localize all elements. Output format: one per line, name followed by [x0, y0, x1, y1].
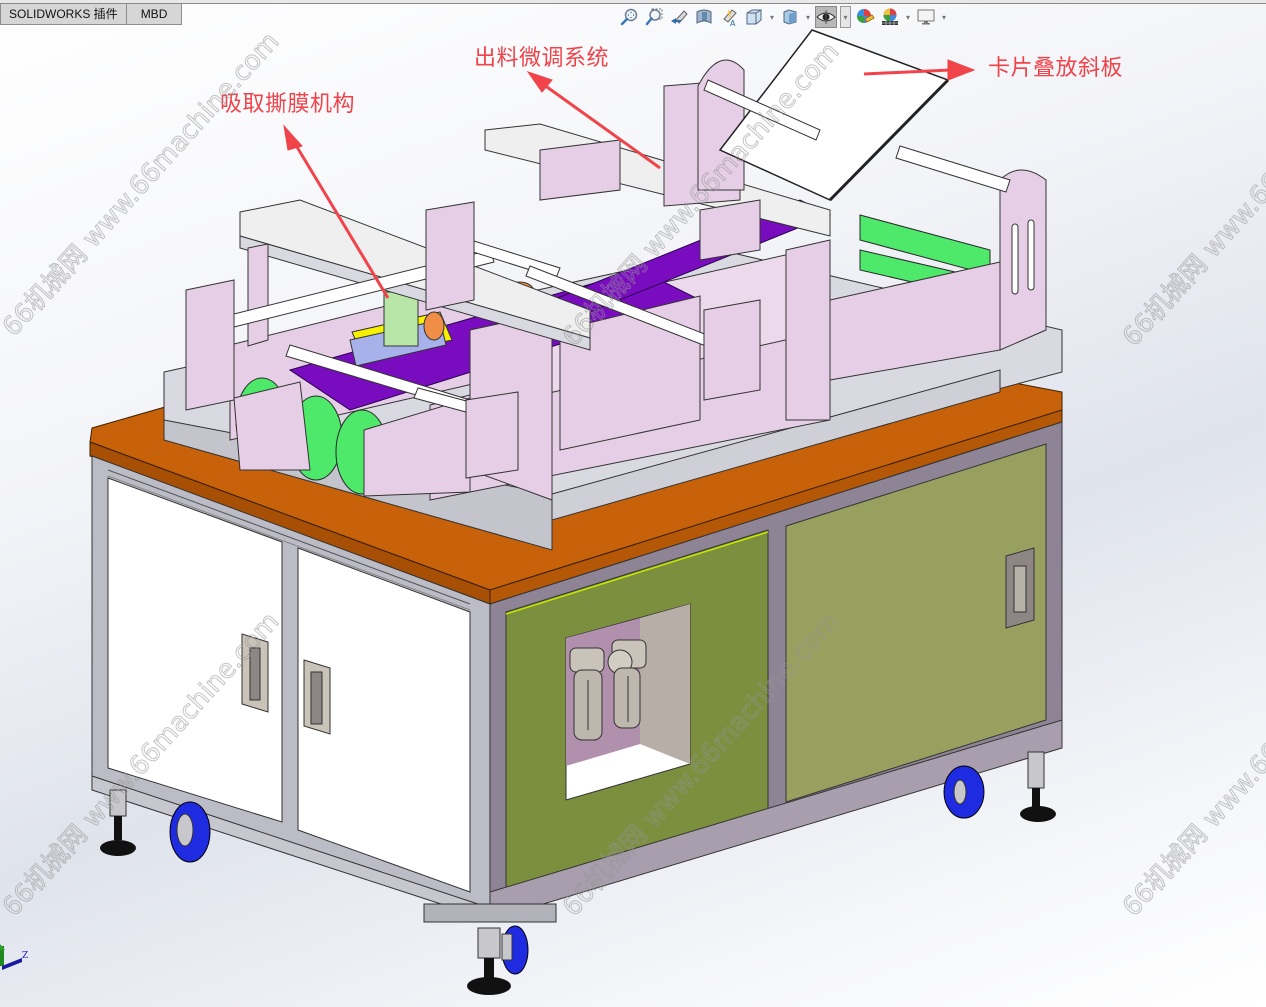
- previous-view-icon: [671, 10, 688, 24]
- reference-triad: Z: [0, 944, 28, 970]
- section-view-icon: [696, 9, 712, 24]
- edit-appearance-button[interactable]: [854, 6, 876, 28]
- display-style-dropdown[interactable]: ▾: [805, 12, 810, 22]
- ribbon-bottom-edge: [0, 0, 1266, 4]
- previous-view-button[interactable]: [668, 6, 690, 28]
- annotation-view-icon: A: [723, 9, 737, 27]
- section-view-button[interactable]: [693, 6, 715, 28]
- eye-icon: [816, 10, 836, 24]
- tab-solidworks-addins[interactable]: SOLIDWORKS 插件: [0, 4, 127, 25]
- card-peeling-machine-model[interactable]: [0, 26, 1266, 1007]
- caster-wheel: [501, 925, 529, 975]
- y-axis-icon: [0, 946, 4, 966]
- apply-scene-button[interactable]: [879, 6, 901, 28]
- callout-output-fine-tune-system: 出料微调系统: [474, 46, 610, 71]
- annotation-arrows: [283, 59, 976, 299]
- view-settings-button[interactable]: [915, 6, 937, 28]
- shafts: [209, 79, 1011, 413]
- leveling-foot: [100, 789, 136, 856]
- edit-appearance-icon: [857, 9, 875, 23]
- hide-show-items-dropdown[interactable]: ▾: [840, 6, 851, 28]
- dynamic-annotation-views-button[interactable]: A: [718, 6, 740, 28]
- zoom-to-fit-button[interactable]: [618, 6, 640, 28]
- hide-show-items-button[interactable]: [815, 6, 837, 28]
- monitor-icon: [917, 9, 935, 25]
- display-style-icon: [783, 9, 797, 25]
- apply-scene-dropdown[interactable]: ▾: [905, 12, 910, 22]
- tab-mbd[interactable]: MBD: [126, 4, 183, 25]
- view-orientation-icon: [746, 9, 762, 25]
- caster-wheel: [943, 765, 985, 819]
- leveling-foot: [1020, 751, 1056, 822]
- display-style-button[interactable]: [779, 6, 801, 28]
- graphics-area[interactable]: 吸取撕膜机构 出料微调系统 卡片叠放斜板 66机械网 www.66machine…: [0, 26, 1266, 1007]
- zoom-area-icon: [645, 8, 663, 26]
- z-axis-label: Z: [22, 951, 28, 961]
- z-axis-icon: [2, 958, 22, 970]
- caster-wheel: [169, 801, 211, 863]
- scene-icon: [882, 8, 898, 25]
- command-manager-tabs: SOLIDWORKS 插件 MBD: [0, 4, 183, 25]
- view-orientation-button[interactable]: [743, 6, 765, 28]
- zoom-to-area-button[interactable]: [643, 6, 665, 28]
- svg-text:A: A: [730, 19, 736, 27]
- callout-card-stack-ramp: 卡片叠放斜板: [988, 56, 1124, 81]
- view-settings-dropdown[interactable]: ▾: [941, 12, 946, 22]
- callout-suction-peel-mechanism: 吸取撕膜机构: [220, 92, 356, 117]
- zoom-fit-icon: [620, 8, 638, 26]
- leveling-foot: [467, 927, 511, 995]
- view-orientation-dropdown[interactable]: ▾: [769, 12, 774, 22]
- heads-up-view-toolbar: A ▾ ▾ ▾: [618, 6, 948, 28]
